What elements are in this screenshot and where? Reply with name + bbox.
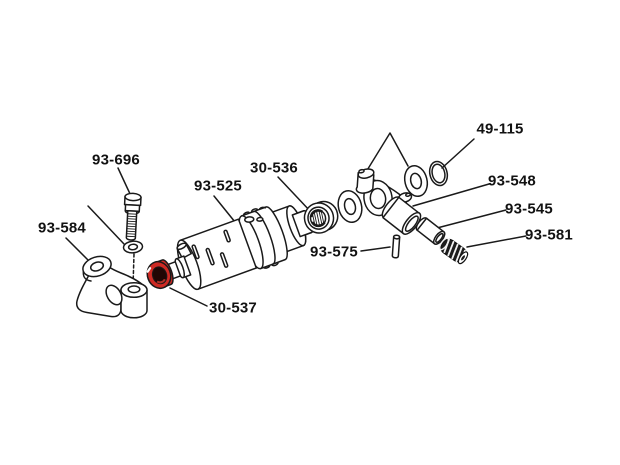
part-cover-washer-right [403, 164, 429, 198]
part-red-bushing-highlighted [146, 259, 174, 290]
leader-30-536 [277, 176, 312, 213]
part-needle-bearing [303, 200, 339, 234]
leader-93-548 [412, 183, 490, 207]
part-label-49-115: 49-115 [476, 120, 524, 138]
part-plunger [415, 217, 446, 245]
part-pump-body [162, 205, 318, 291]
part-oring [428, 160, 449, 187]
leader-lines [65, 132, 527, 307]
leader-49-115 [441, 138, 475, 169]
part-sleeve [381, 196, 422, 235]
part-mount-bracket [75, 255, 148, 319]
part-label-30-536: 30-536 [250, 159, 298, 177]
leader-93-696 [117, 167, 132, 197]
leader-93-545 [436, 209, 507, 229]
part-cover-washer-left [337, 189, 363, 224]
part-label-93-548: 93-548 [488, 172, 536, 190]
leader-93-581 [466, 235, 527, 248]
part-label-93-584: 93-584 [38, 219, 86, 237]
part-label-93-581: 93-581 [525, 226, 573, 244]
leader-30-537 [169, 287, 208, 307]
leader-cover-washers-v [357, 132, 409, 186]
part-label-93-525: 93-525 [194, 177, 242, 195]
part-label-93-545: 93-545 [505, 200, 553, 218]
leader-93-575 [360, 246, 391, 252]
leader-93-525 [213, 195, 236, 223]
part-screw-washer [122, 240, 144, 254]
part-pin [391, 234, 401, 259]
leader-93-584 [65, 237, 89, 261]
part-spring [438, 237, 469, 265]
part-label-93-696: 93-696 [92, 151, 140, 169]
part-label-93-575: 93-575 [310, 243, 358, 261]
part-screw [123, 192, 142, 241]
part-label-30-537: 30-537 [209, 299, 257, 317]
leader-screw-washer [87, 205, 125, 245]
